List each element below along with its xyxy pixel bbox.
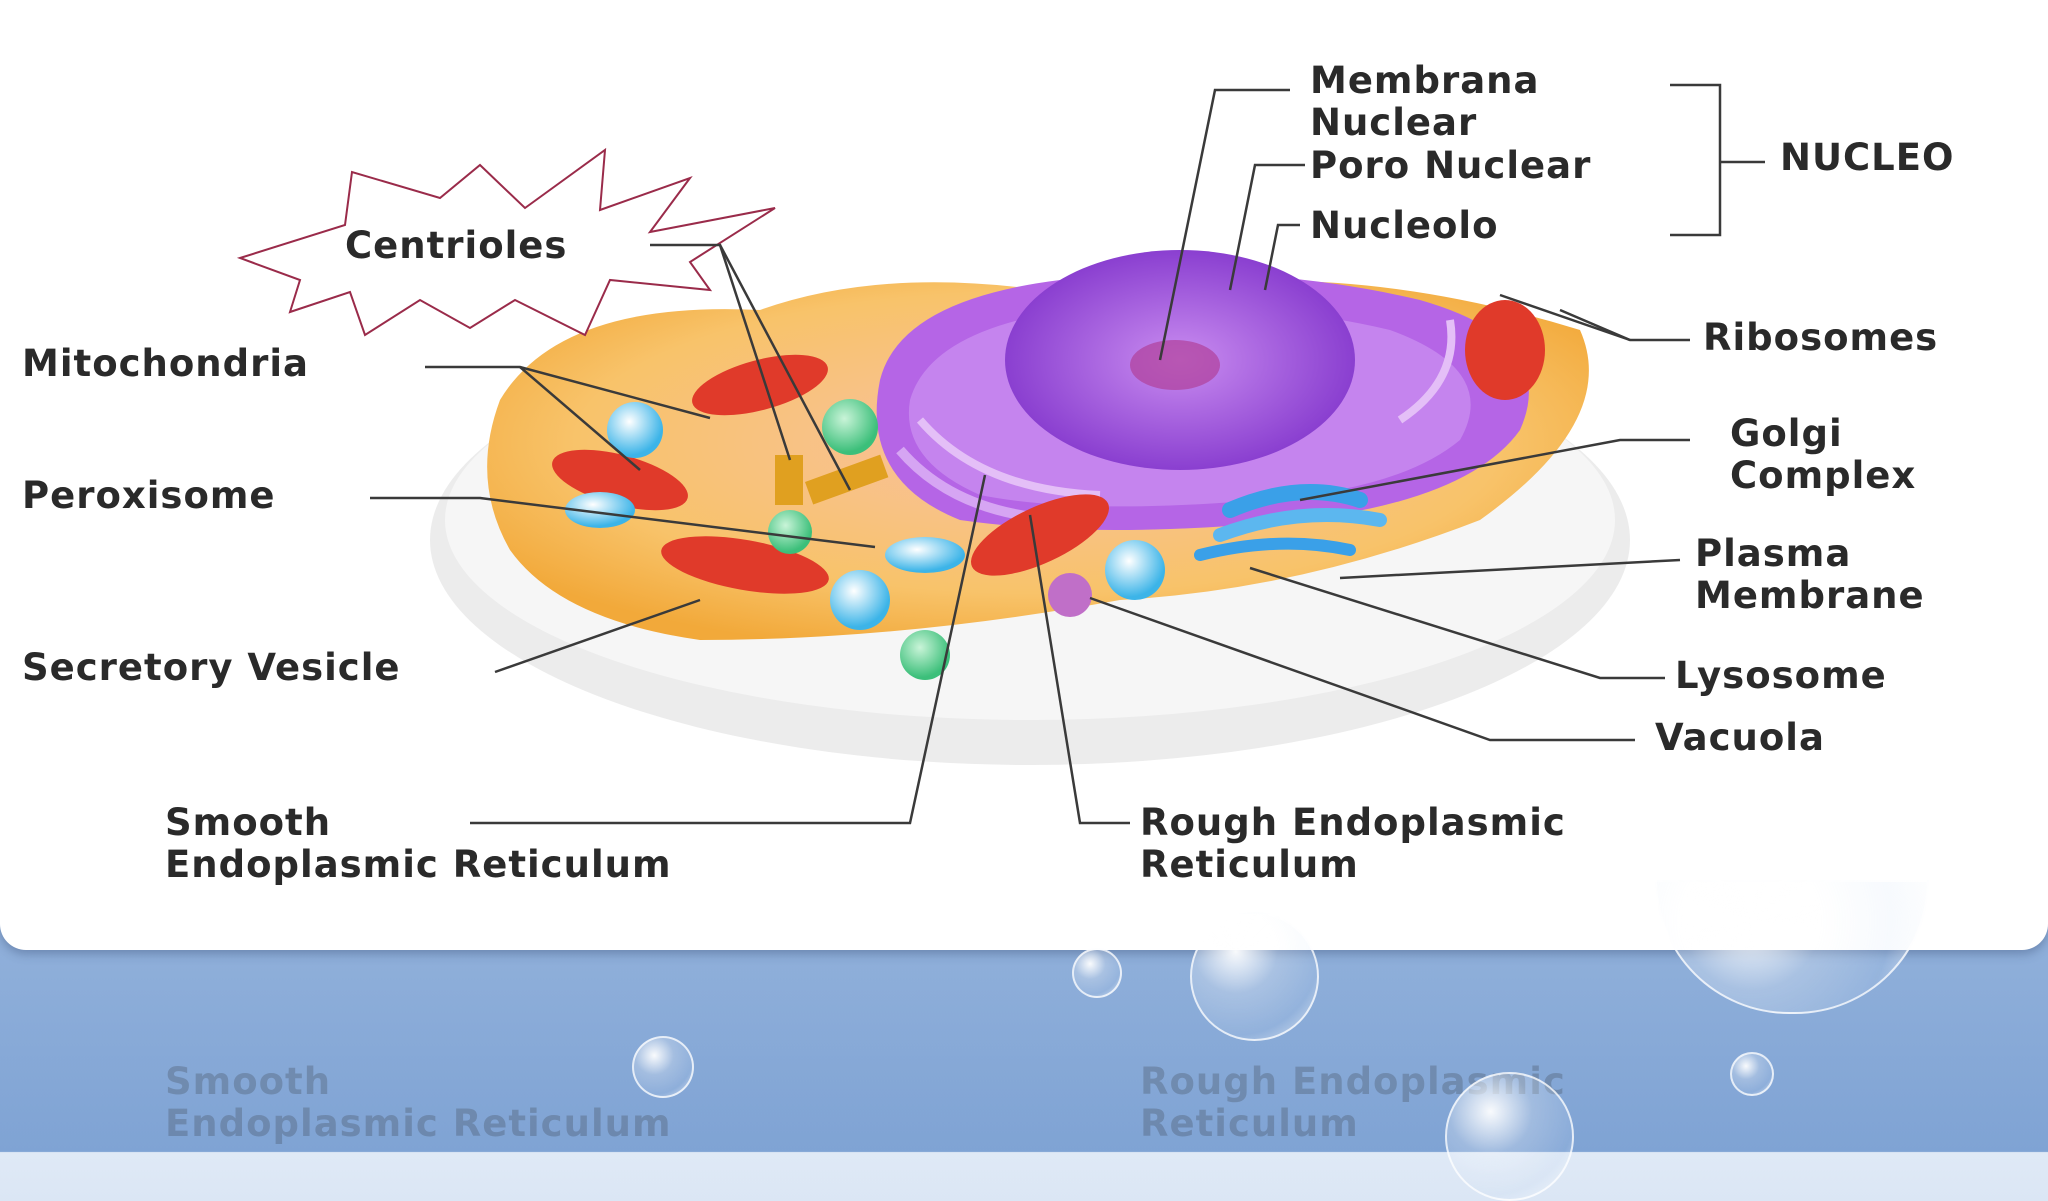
label-golgi-2: Complex <box>1730 454 1916 497</box>
label-rough-er-2: Reticulum <box>1140 843 1359 886</box>
reflection-smooth-er-2: Endoplasmic Reticulum <box>165 1102 672 1145</box>
bubble <box>632 1036 694 1098</box>
label-golgi-1: Golgi <box>1730 412 1843 455</box>
lysosome <box>1048 573 1092 617</box>
bubble <box>1445 1072 1574 1201</box>
label-secretory-vesicle: Secretory Vesicle <box>22 646 401 689</box>
label-plasma-2: Membrane <box>1695 574 1925 617</box>
label-plasma-1: Plasma <box>1695 532 1851 575</box>
reflection-smooth-er-1: Smooth <box>165 1060 331 1103</box>
label-centrioles: Centrioles <box>345 224 567 267</box>
cell-diagram: Centrioles Mitochondria Peroxisome Secre… <box>0 0 2048 950</box>
label-poro-nuclear: Poro Nuclear <box>1310 144 1591 187</box>
reflection-rough-er-2: Reticulum <box>1140 1102 1359 1145</box>
bubble <box>1072 948 1122 998</box>
bubble <box>1190 912 1319 1041</box>
label-mitochondria: Mitochondria <box>22 342 309 385</box>
label-smooth-er-2: Endoplasmic Reticulum <box>165 843 672 886</box>
slide-panel: Centrioles Mitochondria Peroxisome Secre… <box>0 0 2048 950</box>
label-vacuola: Vacuola <box>1655 716 1825 759</box>
label-ribosomes: Ribosomes <box>1703 316 1938 359</box>
label-nucleolo: Nucleolo <box>1310 204 1499 247</box>
label-nucleo: NUCLEO <box>1780 136 1954 179</box>
label-rough-er-1: Rough Endoplasmic <box>1140 801 1566 844</box>
label-smooth-er-1: Smooth <box>165 801 331 844</box>
nucleolus <box>1130 340 1220 390</box>
label-membrana-nuclear-2: Nuclear <box>1310 101 1477 144</box>
bubble <box>1730 1052 1774 1096</box>
label-lysosome: Lysosome <box>1675 654 1887 697</box>
label-membrana-nuclear-1: Membrana <box>1310 59 1539 102</box>
label-peroxisome: Peroxisome <box>22 474 276 517</box>
